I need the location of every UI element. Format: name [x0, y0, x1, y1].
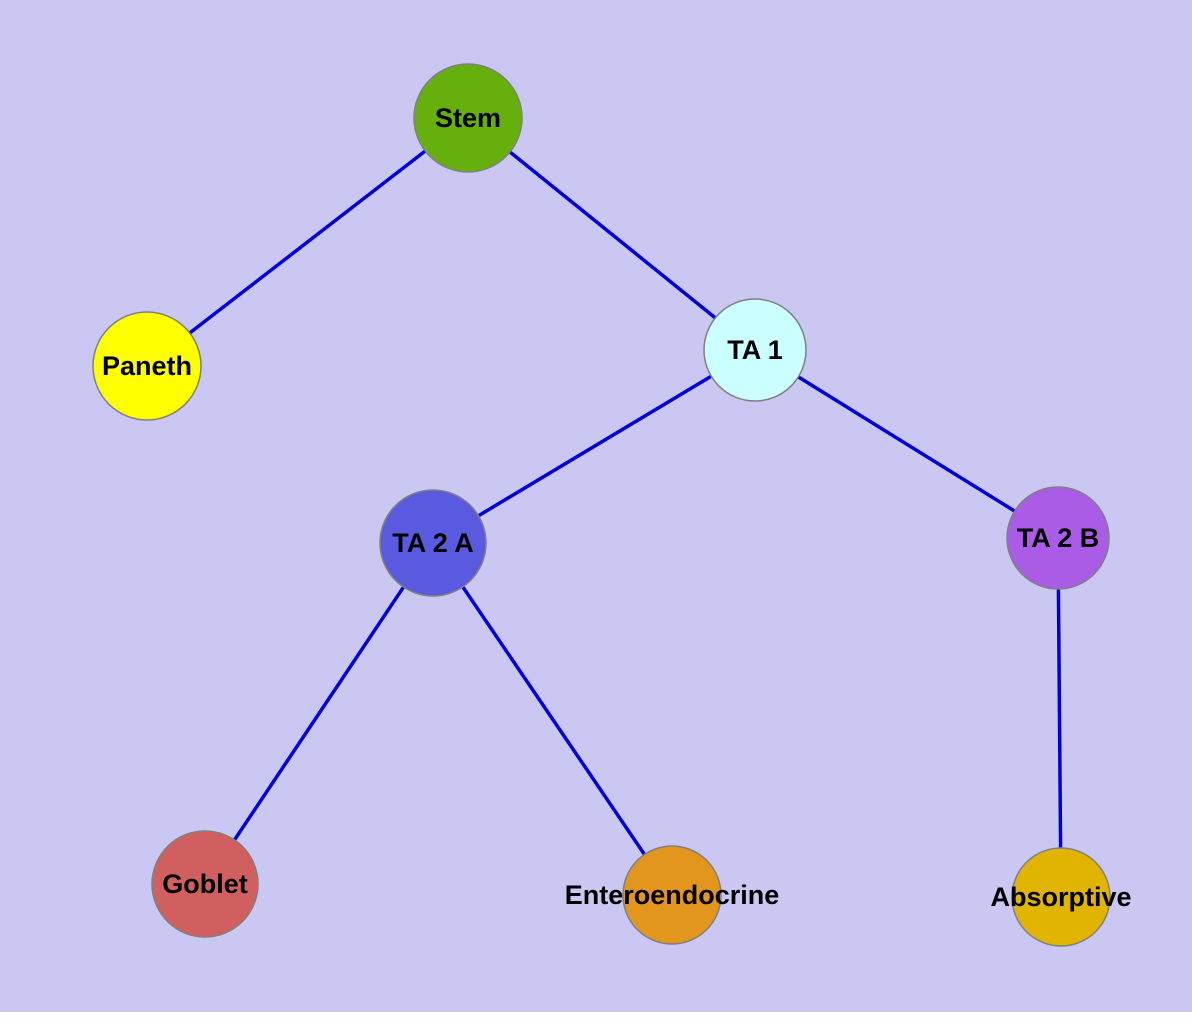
node-absorptive[interactable] [1011, 847, 1111, 947]
node-ta1[interactable] [703, 298, 807, 402]
edge-ta1-ta2b [754, 348, 1059, 540]
node-enteroendocrine[interactable] [622, 845, 722, 945]
node-ta2b[interactable] [1006, 486, 1110, 590]
node-goblet[interactable] [151, 830, 259, 938]
edge-ta2a-enteroendocrine [431, 542, 674, 896]
bottom-strip [0, 1012, 1192, 1023]
edge-ta1-ta2a [432, 348, 756, 545]
node-paneth[interactable] [92, 311, 202, 421]
edge-stem-paneth [145, 116, 470, 368]
node-stem[interactable] [413, 63, 523, 173]
edge-stem-ta1 [466, 116, 757, 352]
edge-ta2b-absorptive [1056, 537, 1063, 898]
edge-ta2a-goblet [203, 542, 435, 885]
node-ta2a[interactable] [379, 489, 487, 597]
